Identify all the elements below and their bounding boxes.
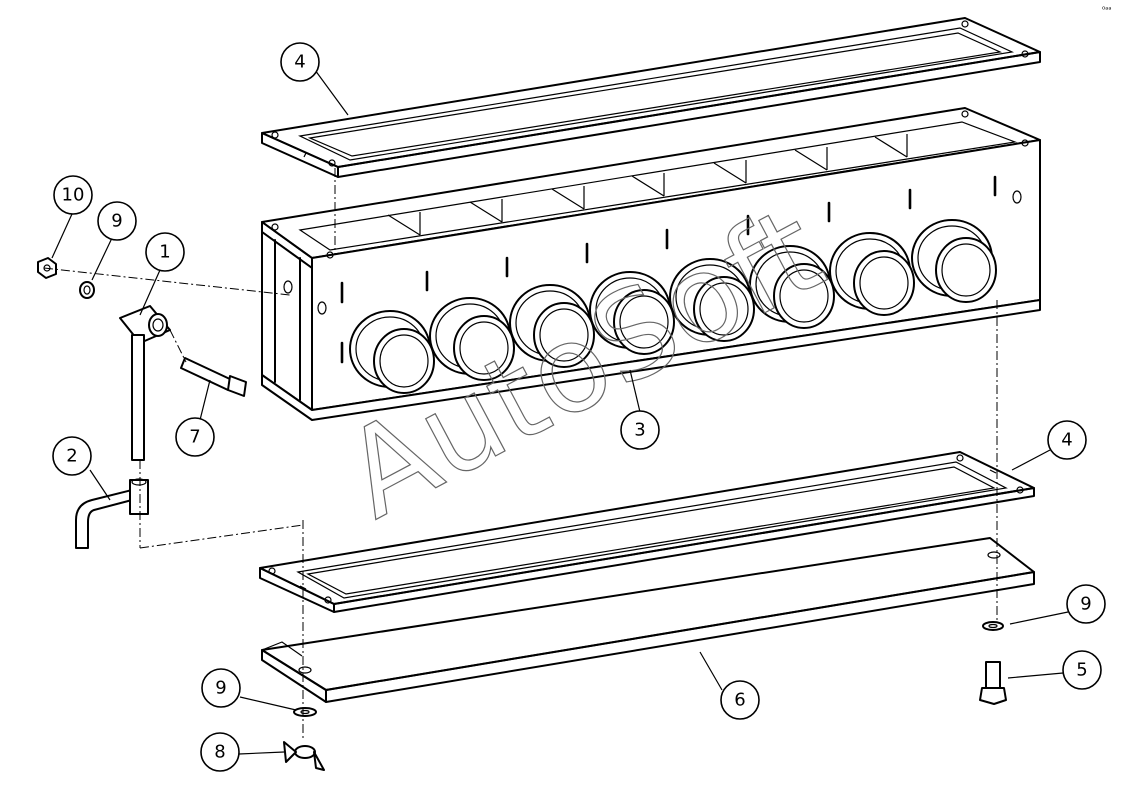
bolt-part-7 (180, 357, 247, 397)
svg-text:9: 9 (1080, 594, 1091, 615)
callout-8: 8 (200, 732, 240, 772)
callout-7: 7 (175, 417, 215, 457)
assembly-centerlines (43, 168, 998, 740)
screw-part-6 (979, 661, 1007, 705)
washer-part-9-right (982, 621, 1004, 631)
svg-text:2: 2 (66, 446, 77, 467)
housing-part-3 (261, 107, 1041, 421)
top-frame-part-4 (261, 17, 1041, 178)
svg-text:1: 1 (159, 242, 170, 263)
washer-part-9-bottom (293, 707, 317, 717)
callout-1: 1 (145, 232, 185, 272)
svg-text:4: 4 (294, 52, 305, 73)
svg-text:4: 4 (1061, 430, 1072, 451)
svg-text:3: 3 (634, 420, 645, 441)
callout-2: 2 (52, 436, 92, 476)
svg-text:9: 9 (215, 678, 226, 699)
handle-part-1 (119, 305, 171, 461)
callout-10: 10 (53, 175, 93, 215)
washer-part-9-left (79, 281, 95, 299)
svg-text:6: 6 (734, 690, 745, 711)
callouts: 4 10 9 1 7 2 3 4 9 5 6 9 8 (51, 42, 1106, 772)
callout-3: 3 (620, 410, 660, 450)
callout-9-right: 9 (1066, 584, 1106, 624)
wing-nut-part-8 (283, 741, 325, 771)
callout-4-top: 4 (280, 42, 320, 82)
outlet-nozzles (349, 219, 997, 394)
callout-6: 5 (1062, 650, 1102, 690)
corner-mark: ⁰ᵃᵃ (1102, 5, 1111, 14)
bottom-plate-part-5 (261, 537, 1035, 703)
bottom-frame-part-4 (259, 451, 1035, 613)
svg-text:9: 9 (111, 211, 122, 232)
svg-text:8: 8 (214, 742, 225, 763)
callout-4-bottom: 4 (1047, 420, 1087, 460)
callout-9-bottom: 9 (201, 668, 241, 708)
callout-5: 6 (720, 680, 760, 720)
svg-text:10: 10 (62, 185, 85, 206)
svg-text:5: 5 (1076, 660, 1087, 681)
pin-part-2 (75, 478, 149, 549)
callout-9-left: 9 (97, 201, 137, 241)
svg-text:7: 7 (189, 427, 200, 448)
